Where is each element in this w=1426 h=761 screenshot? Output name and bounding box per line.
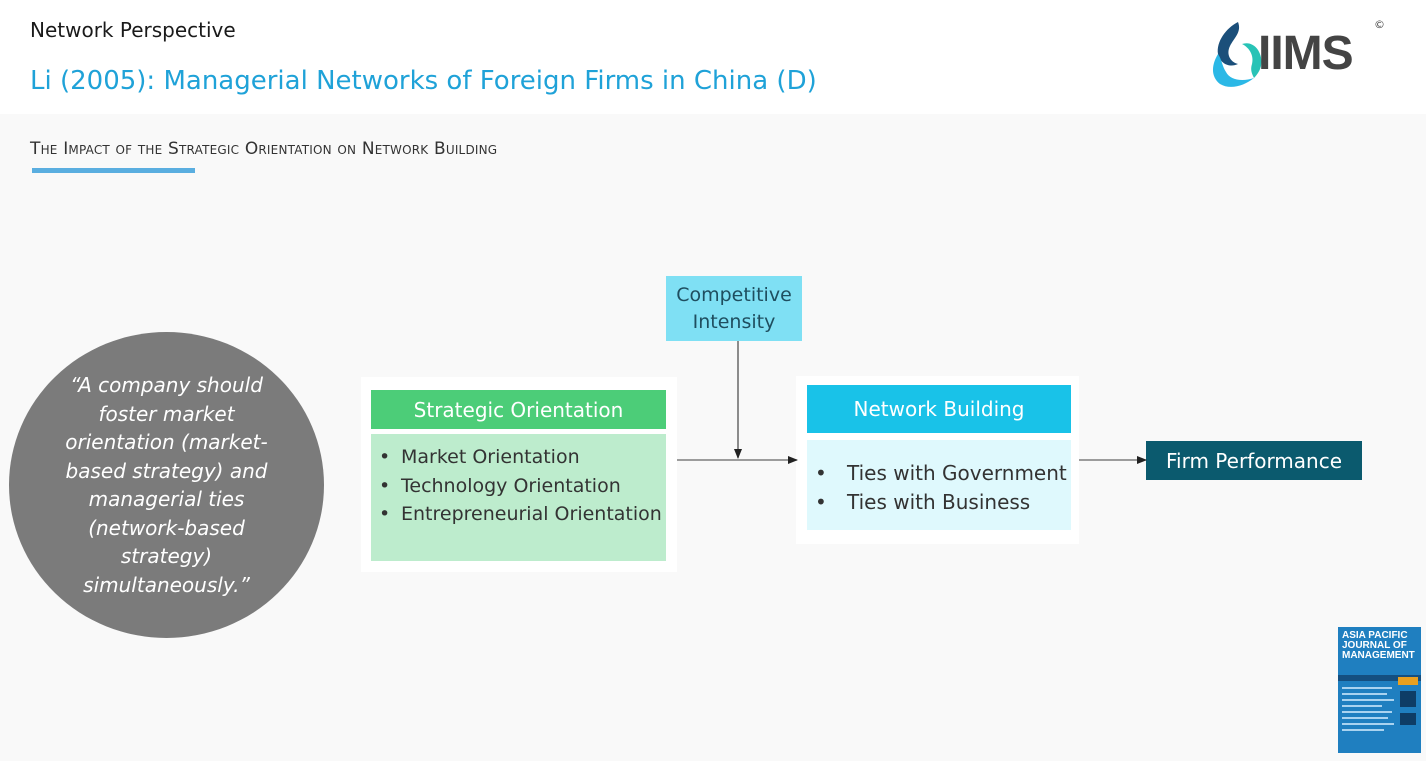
network-item-government: Ties with Government	[807, 459, 1071, 488]
firm-performance-box: Firm Performance	[1146, 441, 1362, 480]
iims-logo-icon	[1213, 22, 1262, 87]
subtitle-underline	[32, 168, 195, 173]
journal-cover-title: ASIA PACIFIC JOURNAL OF MANAGEMENT	[1342, 630, 1415, 661]
network-building-title: Network Building	[853, 397, 1025, 421]
strategic-item-entrepreneurial: Entrepreneurial Orientation	[371, 500, 666, 529]
firm-performance-label: Firm Performance	[1165, 448, 1343, 473]
slide-title: Li (2005): Managerial Networks of Foreig…	[30, 66, 817, 96]
quote-circle: “A company should foster market orientat…	[9, 332, 324, 638]
journal-cover-image: ASIA PACIFIC JOURNAL OF MANAGEMENT	[1338, 627, 1421, 753]
strategic-item-technology: Technology Orientation	[371, 472, 666, 501]
network-item-business: Ties with Business	[807, 488, 1071, 517]
quote-text: “A company should foster market orientat…	[65, 373, 268, 597]
strategic-orientation-list: Market Orientation Technology Orientatio…	[371, 434, 666, 561]
competitive-intensity-line1: Competitive	[676, 283, 792, 306]
logo-copyright: ©	[1374, 18, 1385, 31]
section-subtitle: The Impact of the Strategic Orientation …	[30, 139, 498, 159]
logo-text: IIMS	[1258, 27, 1354, 80]
competitive-intensity-box: Competitive Intensity	[666, 276, 802, 341]
strategic-item-market: Market Orientation	[371, 443, 666, 472]
network-building-list: Ties with Government Ties with Business	[807, 440, 1071, 530]
section-label: Network Perspective	[30, 18, 236, 42]
strategic-orientation-header: Strategic Orientation	[371, 390, 666, 429]
strategic-orientation-title: Strategic Orientation	[413, 397, 624, 422]
network-building-header: Network Building	[807, 385, 1071, 433]
competitive-intensity-line2: Intensity	[692, 310, 776, 333]
